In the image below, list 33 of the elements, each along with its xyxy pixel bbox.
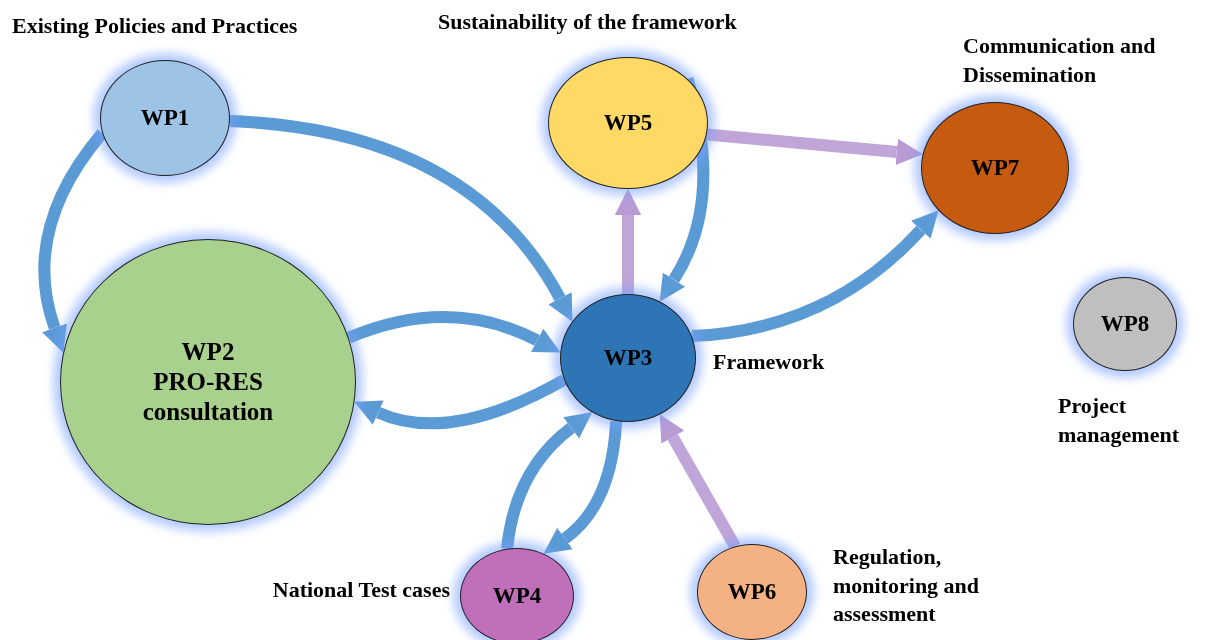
work-package-circle — [460, 548, 574, 640]
node-label: PRO-RES consultation — [141, 367, 275, 427]
work-package-circle — [1073, 277, 1177, 371]
node-label: WP2 — [181, 337, 235, 367]
arrow — [706, 128, 923, 166]
node-caption: Regulation, monitoring and assessment — [833, 543, 981, 629]
work-package-circle — [548, 57, 708, 189]
node-label: WP8 — [1100, 310, 1150, 338]
node-caption: Existing Policies and Practices — [12, 12, 299, 40]
arrow — [346, 311, 562, 353]
arrow — [659, 414, 741, 550]
arrow — [614, 188, 642, 294]
arrow — [38, 129, 107, 353]
work-package-circle — [100, 60, 230, 176]
node-label: WP6 — [727, 578, 777, 606]
work-package-circle — [697, 544, 807, 640]
node-caption: National Test cases — [271, 576, 450, 604]
node-label: WP5 — [603, 109, 653, 137]
node-label: WP7 — [970, 154, 1020, 182]
node-label: WP4 — [492, 582, 542, 610]
work-package-circle — [560, 294, 696, 422]
node-caption: Framework — [713, 348, 826, 376]
node-caption: Communication and Dissemination — [963, 32, 1157, 89]
arrow — [544, 420, 623, 555]
arrow — [691, 210, 940, 343]
arrow — [229, 115, 574, 322]
node-caption: Sustainability of the framework — [438, 8, 738, 36]
work-package-circle — [921, 102, 1069, 234]
arrow — [353, 374, 567, 430]
arrow — [501, 411, 592, 550]
node-label: WP3 — [603, 344, 653, 372]
node-caption: Project management — [1058, 392, 1180, 449]
node-label: WP1 — [140, 104, 190, 132]
